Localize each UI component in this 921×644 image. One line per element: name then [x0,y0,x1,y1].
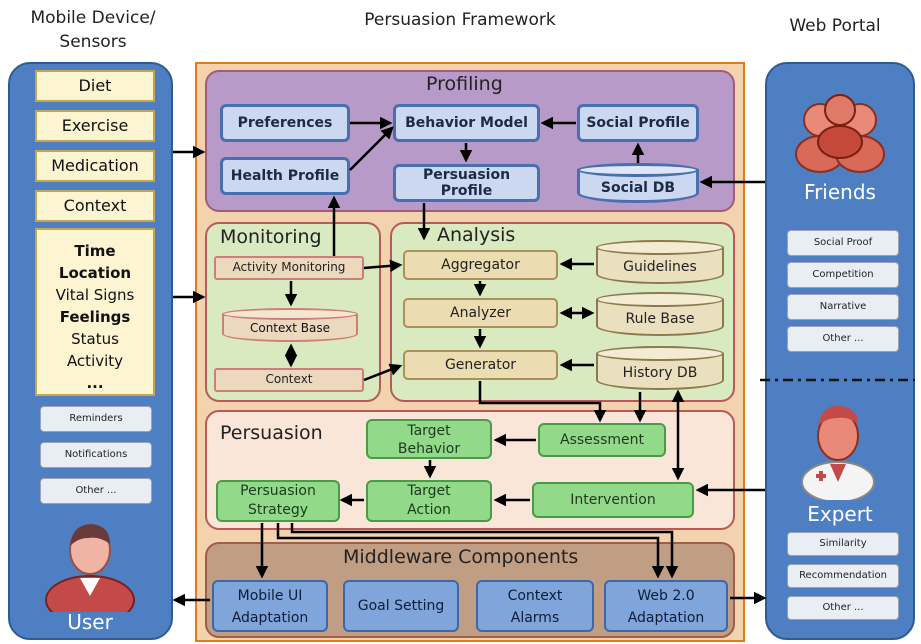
history-db-cylinder: History DB [596,346,724,390]
context-item-vital-signs: Vital Signs [55,286,135,304]
diet-box: Diet [35,70,155,102]
mobile-header-line2: Sensors [59,32,127,52]
guidelines-label: Guidelines [623,258,697,275]
web20-line1: Web 2.0 [637,588,695,604]
monitoring-title: Monitoring [220,226,322,248]
user-label: User [67,610,113,634]
goal-setting-box: Goal Setting [343,580,459,632]
friends-label: Friends [804,180,876,204]
context-item-activity: Activity [66,352,124,370]
notifications-box: Notifications [40,442,152,468]
context-input-box: Context [35,190,155,222]
other-friends-box: Other ... [787,326,899,352]
target-behavior-box: Target Behavior [366,419,492,459]
rule-base-cylinder: Rule Base [596,292,724,336]
context-item-feelings: Feelings [59,308,131,326]
reminders-box: Reminders [40,406,152,432]
persuasion-title: Persuasion [220,422,323,444]
friends-icon [795,94,885,173]
similarity-box: Similarity [787,532,899,556]
persuasion-strategy-line1: Persuasion [240,483,316,499]
user-icon [45,524,135,612]
aggregator-box: Aggregator [403,250,558,280]
context-alarms-line2: Alarms [510,610,560,626]
mobile-ui-adaptation-box: Mobile UI Adaptation [212,580,328,632]
context-items-panel: Time Location Vital Signs Feelings Statu… [35,228,155,396]
context-box: Context [214,368,364,392]
target-action-box: Target Action [366,480,492,522]
analysis-title: Analysis [437,224,516,246]
middleware-title: Middleware Components [343,546,579,568]
context-alarms-box: Context Alarms [476,580,594,632]
preferences-box: Preferences [220,104,350,142]
context-base-cylinder: Context Base [222,308,358,342]
expert-label: Expert [807,502,873,526]
mobile-ui-line2: Adaptation [231,610,309,626]
portal-header: Web Portal [789,16,881,36]
mobile-header-line1: Mobile Device/ [30,8,156,28]
health-profile-box: Health Profile [220,157,350,195]
social-db-cylinder: Social DB [577,163,699,205]
web20-line2: Adaptation [627,610,705,626]
analyzer-box: Analyzer [403,298,558,328]
context-item-location: Location [58,264,132,282]
medication-box: Medication [35,150,155,182]
history-db-label: History DB [622,364,698,381]
context-item-status: Status [71,330,119,348]
context-item-time: Time [74,242,116,260]
intervention-box: Intervention [532,482,694,518]
context-item-more: ... [86,374,104,392]
mobile-header: Mobile Device/ Sensors [8,8,178,52]
target-action-line1: Target [407,483,451,499]
behavior-model-box: Behavior Model [393,104,540,142]
guidelines-cylinder: Guidelines [596,240,724,284]
recommendation-box: Recommendation [787,564,899,588]
social-db-label: Social DB [600,179,676,196]
web20-adaptation-box: Web 2.0 Adaptation [604,580,728,632]
exercise-box: Exercise [35,110,155,142]
narrative-box: Narrative [787,294,899,320]
context-alarms-line1: Context [507,588,563,604]
mobile-ui-line1: Mobile UI [237,588,303,604]
profiling-title: Profiling [426,73,503,95]
target-behavior-line1: Target [407,423,451,439]
rule-base-label: Rule Base [625,310,695,327]
activity-monitoring-box: Activity Monitoring [214,256,364,280]
competition-box: Competition [787,262,899,288]
social-proof-box: Social Proof [787,230,899,256]
other-output-box: Other ... [40,478,152,504]
generator-box: Generator [403,350,558,380]
context-base-label: Context Base [249,321,331,336]
persuasion-profile-box: Persuasion Profile [393,164,540,202]
persuasion-strategy-line2: Strategy [248,502,308,518]
assessment-box: Assessment [538,423,666,457]
expert-icon [801,405,875,500]
persuasion-strategy-box: Persuasion Strategy [216,480,340,522]
social-profile-box: Social Profile [577,104,699,142]
target-action-line2: Action [407,502,451,518]
framework-header: Persuasion Framework [364,10,556,30]
other-expert-box: Other ... [787,596,899,620]
target-behavior-line2: Behavior [397,441,461,457]
